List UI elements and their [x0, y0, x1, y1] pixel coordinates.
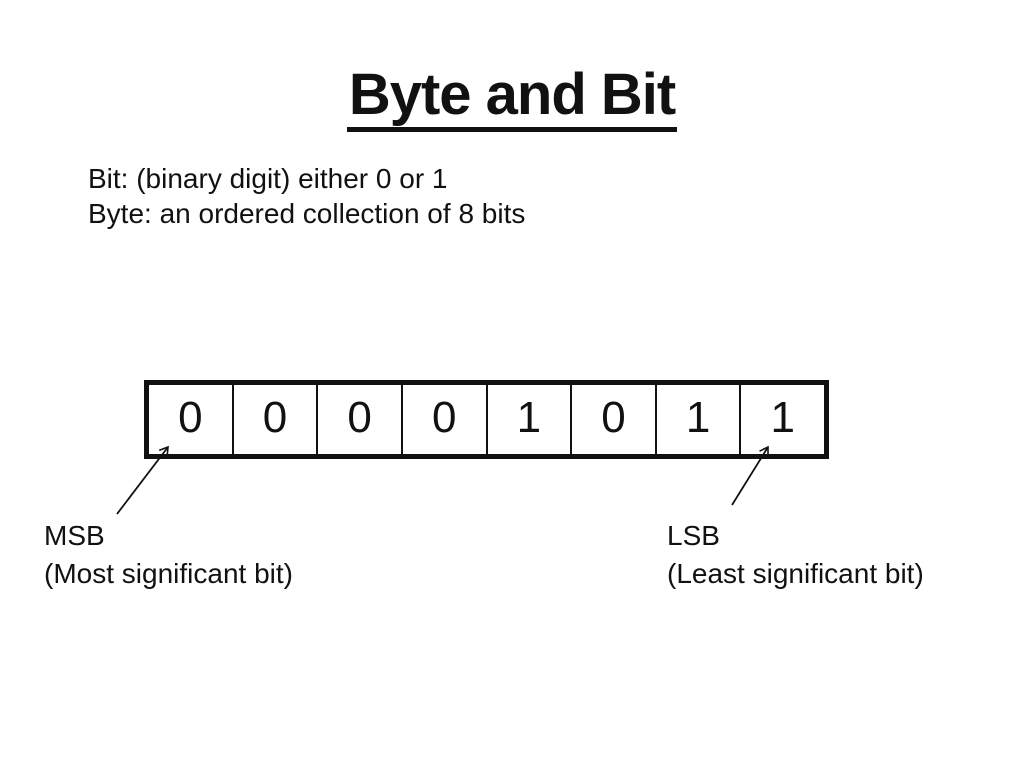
bit-cell: 0 [234, 385, 319, 454]
bit-cell: 0 [318, 385, 403, 454]
definitions-block: Bit: (binary digit) either 0 or 1 Byte: … [88, 161, 525, 231]
bit-cell: 0 [403, 385, 488, 454]
msb-label: MSB [44, 520, 105, 551]
msb-description: (Most significant bit) [44, 558, 293, 589]
bit-cell: 0 [572, 385, 657, 454]
bit-definition: Bit: (binary digit) either 0 or 1 [88, 163, 448, 194]
title-area: Byte and Bit [0, 64, 1024, 132]
lsb-label: LSB [667, 520, 720, 551]
page-title: Byte and Bit [346, 64, 678, 132]
byte-definition: Byte: an ordered collection of 8 bits [88, 198, 526, 229]
msb-annotation: MSB (Most significant bit) [44, 517, 293, 593]
byte-diagram: 0 0 0 0 1 0 1 1 [144, 380, 829, 459]
bit-cell: 1 [657, 385, 742, 454]
lsb-annotation: LSB (Least significant bit) [667, 517, 924, 593]
bit-cell: 1 [488, 385, 573, 454]
bit-cell: 1 [770, 392, 795, 442]
lsb-description: (Least significant bit) [667, 558, 924, 589]
bit-cell: 0 [149, 385, 234, 454]
